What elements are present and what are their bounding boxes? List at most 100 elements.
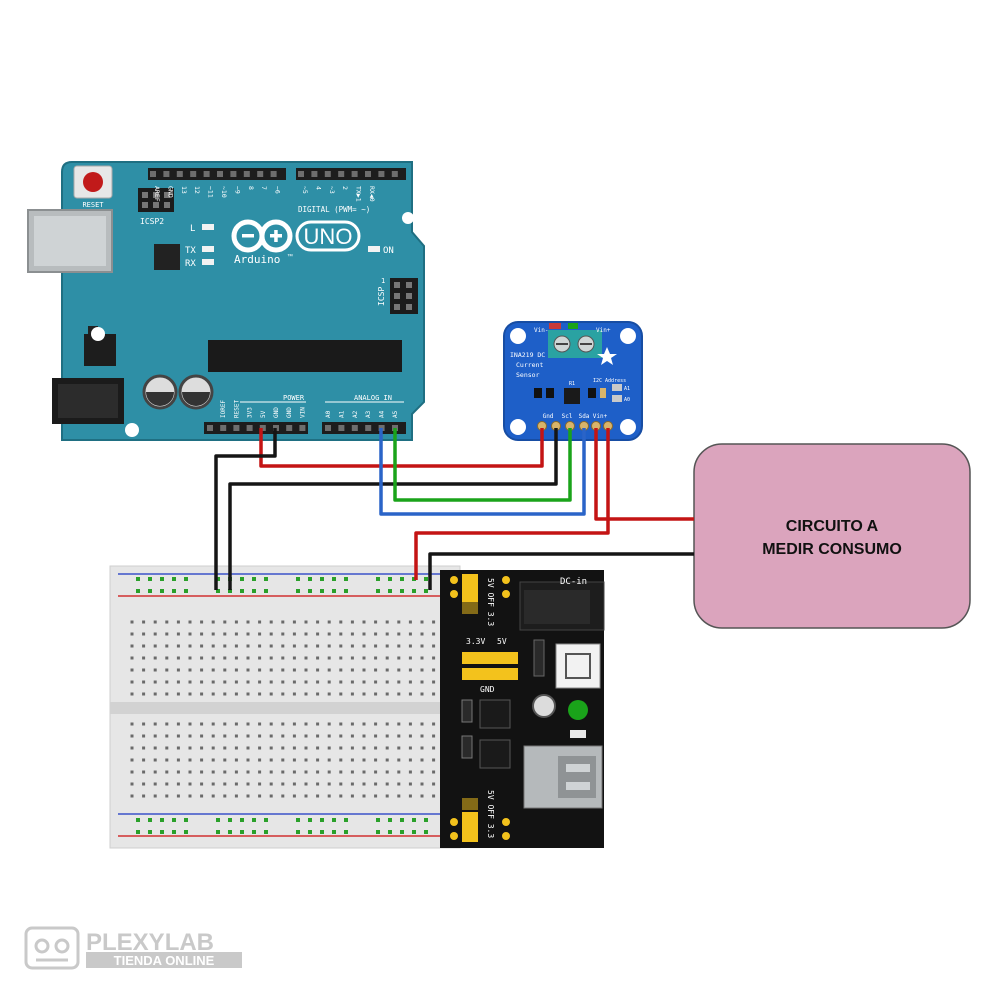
rail-hole (388, 818, 392, 822)
grid-hole (234, 644, 238, 648)
usb-chip (154, 244, 180, 270)
grid-hole (292, 632, 296, 636)
grid-hole (165, 668, 169, 672)
bottom-voltage-jumper[interactable] (462, 798, 478, 842)
grid-hole (211, 620, 215, 624)
grid-hole (397, 782, 401, 786)
jumper-33v[interactable] (462, 652, 518, 664)
rail-hole (160, 830, 164, 834)
header-pin (243, 171, 250, 177)
grid-hole (408, 734, 412, 738)
rail-hole (308, 830, 312, 834)
grid-hole (246, 734, 250, 738)
grid-hole (153, 746, 157, 750)
rail-hole (332, 589, 336, 593)
icsp2-label: ICSP2 (140, 217, 164, 226)
grid-hole (374, 620, 378, 624)
grid-hole (153, 722, 157, 726)
header-pin (378, 171, 385, 177)
grid-hole (362, 692, 366, 696)
grid-hole (385, 632, 389, 636)
rail-hole (332, 818, 336, 822)
grid-hole (304, 782, 308, 786)
jumper-5v[interactable] (462, 668, 518, 680)
grid-hole (374, 758, 378, 762)
grid-hole (420, 734, 424, 738)
grid-hole (234, 692, 238, 696)
icsp-label: ICSP (377, 287, 386, 306)
grid-hole (432, 782, 436, 786)
grid-hole (153, 680, 157, 684)
grid-hole (350, 644, 354, 648)
mount-hole (402, 212, 414, 224)
rail-hole (136, 577, 140, 581)
grid-hole (223, 668, 227, 672)
grid-hole (153, 632, 157, 636)
rail-hole (172, 577, 176, 581)
rail-hole (424, 589, 428, 593)
grid-hole (362, 758, 366, 762)
grid-hole (165, 794, 169, 798)
rail-hole (240, 830, 244, 834)
led-l (202, 224, 214, 230)
grid-hole (165, 734, 169, 738)
grid-hole (246, 656, 250, 660)
grid-hole (234, 782, 238, 786)
grid-hole (153, 656, 157, 660)
grid-hole (234, 680, 238, 684)
grid-hole (130, 668, 134, 672)
rail-hole (376, 818, 380, 822)
grid-hole (223, 794, 227, 798)
grid-hole (269, 668, 273, 672)
top-voltage-jumper[interactable] (462, 574, 478, 614)
grid-hole (304, 722, 308, 726)
grid-hole (339, 734, 343, 738)
grid-hole (188, 722, 192, 726)
power-switch[interactable] (555, 643, 601, 689)
grid-hole (269, 758, 273, 762)
wire-load-gnd-black (428, 552, 694, 590)
grid-hole (408, 758, 412, 762)
grid-hole (153, 794, 157, 798)
watermark-sub: TIENDA ONLINE (114, 953, 215, 968)
reset-button[interactable] (73, 165, 113, 199)
circuit-box-line2: MEDIR CONSUMO (762, 541, 902, 558)
bottom-header-pins (207, 425, 398, 431)
grid-hole (374, 782, 378, 786)
grid-hole (211, 632, 215, 636)
grid-hole (130, 734, 134, 738)
rail-hole (172, 830, 176, 834)
grid-hole (153, 620, 157, 624)
grid-hole (432, 620, 436, 624)
dc-in-label: DC-in (560, 577, 587, 587)
grid-hole (281, 620, 285, 624)
grid-hole (258, 620, 262, 624)
rail-hole (252, 818, 256, 822)
grid-hole (316, 620, 320, 624)
grid-hole (142, 782, 146, 786)
grid-hole (165, 722, 169, 726)
grid-hole (339, 746, 343, 750)
grid-hole (420, 758, 424, 762)
screw-terminal (548, 323, 602, 358)
grid-hole (223, 656, 227, 660)
grid-hole (223, 734, 227, 738)
grid-hole (362, 644, 366, 648)
digital-pin-label: 13 (180, 186, 188, 194)
grid-hole (408, 644, 412, 648)
sensor-title-line1: INA219 DC (510, 351, 545, 359)
a1-label: A1 (624, 386, 630, 392)
rail-hole (400, 577, 404, 581)
grid-hole (153, 644, 157, 648)
digital-pin-label: ~6 (274, 186, 282, 194)
grid-hole (200, 758, 204, 762)
header-pin (190, 171, 197, 177)
analog-pin-label: A2 (352, 410, 359, 418)
grid-hole (200, 644, 204, 648)
grid-hole (385, 794, 389, 798)
rail-hole (296, 577, 300, 581)
grid-hole (397, 692, 401, 696)
grid-hole (269, 680, 273, 684)
grid-hole (327, 782, 331, 786)
